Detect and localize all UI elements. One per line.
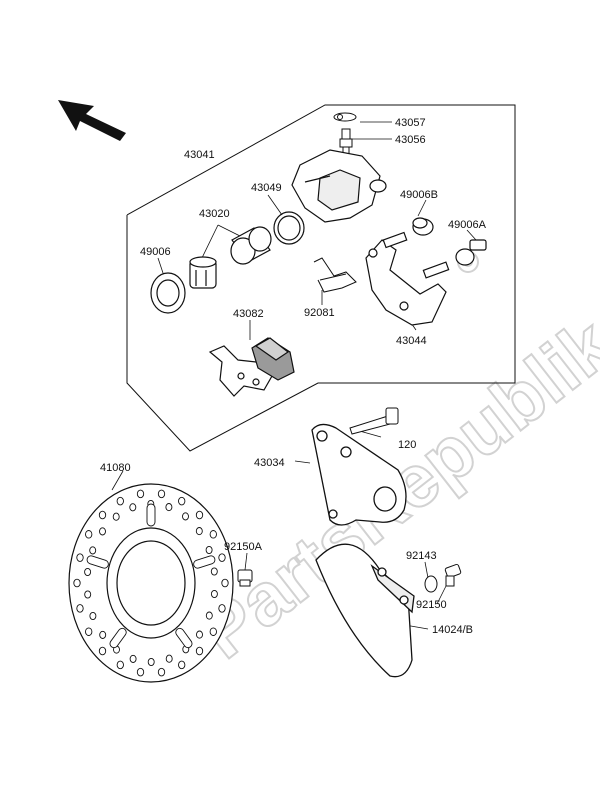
- label-43057: 43057: [395, 117, 426, 129]
- disc-hole: [209, 530, 217, 539]
- disc-holes: [73, 489, 229, 677]
- label-49006: 49006: [140, 246, 171, 258]
- caliper-mount-bracket-43034: [311, 423, 407, 526]
- disc-hole: [85, 530, 93, 539]
- disc-hole: [99, 630, 107, 639]
- disc-hole: [210, 567, 218, 576]
- label-92143: 92143: [406, 550, 437, 562]
- label-43056: 43056: [395, 134, 426, 146]
- piston-43020: [230, 226, 272, 265]
- piston-insulator-43020: [189, 256, 217, 289]
- disc-hole: [210, 589, 218, 599]
- disc-slot: [175, 627, 193, 649]
- piston-seal-43049: [273, 211, 305, 245]
- bleeder-cap-43057: [333, 112, 357, 122]
- disc-hole: [157, 667, 166, 677]
- disc-hole: [218, 604, 226, 613]
- disc-hole: [165, 503, 173, 512]
- disc-hole: [89, 546, 97, 555]
- disc-slot: [86, 555, 109, 569]
- dust-seal-49006: [150, 272, 186, 314]
- pin-boot-49006A: [455, 239, 487, 266]
- caliper-bracket-43044: [365, 231, 450, 326]
- bleeder-valve-43056: [339, 128, 353, 156]
- bolt-120: [349, 407, 399, 435]
- disc-hole: [84, 567, 92, 577]
- disc-hole: [195, 527, 203, 536]
- label-92081: 92081: [304, 307, 335, 319]
- disc-hole: [76, 604, 84, 613]
- label-43041: 43041: [184, 149, 215, 161]
- disc-slot: [193, 555, 216, 569]
- label-43049: 43049: [251, 182, 282, 194]
- brake-pad-43082: [208, 337, 295, 397]
- caliper-body: [291, 149, 387, 223]
- disc-hole: [196, 630, 203, 639]
- label-49006A: 49006A: [448, 219, 487, 231]
- disc-hole: [76, 553, 84, 562]
- label-43020: 43020: [199, 208, 230, 220]
- disc-hole: [129, 654, 137, 663]
- disc-hole: [178, 660, 186, 670]
- disc-bolt-92150A: [237, 569, 253, 587]
- disc-hole: [195, 510, 204, 520]
- brake-disc-41080: [68, 483, 234, 683]
- label-43082: 43082: [233, 308, 264, 320]
- label-92150: 92150: [416, 599, 447, 611]
- disc-hole: [85, 627, 93, 636]
- label-49006B: 49006B: [400, 189, 438, 201]
- disc-hole: [147, 657, 155, 667]
- label-14024B: 14024/B: [432, 624, 473, 636]
- collar-92143: [424, 575, 438, 593]
- label-120: 120: [398, 439, 416, 451]
- disc-hole: [218, 553, 226, 562]
- disc-guard-14024B: [315, 543, 415, 678]
- label-43034: 43034: [254, 457, 285, 469]
- disc-hole: [116, 660, 124, 670]
- disc-hole: [98, 510, 107, 520]
- disc-hole: [205, 545, 213, 555]
- disc-hole: [98, 646, 107, 656]
- disc-hole: [195, 646, 204, 656]
- disc-hole: [205, 611, 213, 620]
- pin-boot-49006B: [412, 217, 434, 236]
- disc-hole: [136, 489, 145, 499]
- disc-hole: [182, 512, 189, 521]
- disc-hole: [129, 503, 137, 512]
- caliper-assembly-outline: [126, 104, 516, 452]
- disc-slot: [146, 503, 156, 527]
- disc-hole: [157, 489, 166, 499]
- label-43044: 43044: [396, 335, 427, 347]
- disc-hole: [73, 578, 81, 588]
- disc-slot: [109, 627, 127, 649]
- disc-hole: [84, 590, 92, 599]
- disc-hole: [136, 667, 145, 677]
- disc-hole: [89, 611, 97, 621]
- disc-hole: [209, 627, 217, 636]
- disc-hole: [112, 512, 120, 521]
- bolt-92150: [444, 563, 462, 587]
- disc-hole: [165, 654, 173, 663]
- pad-spring-92081: [313, 257, 357, 293]
- front-direction-arrow-icon: [58, 100, 126, 141]
- label-92150A: 92150A: [224, 541, 263, 553]
- disc-hole: [221, 578, 229, 588]
- disc-hole: [99, 527, 106, 536]
- label-41080: 41080: [100, 462, 131, 474]
- disc-hole: [178, 496, 186, 506]
- disc-hole: [116, 496, 124, 506]
